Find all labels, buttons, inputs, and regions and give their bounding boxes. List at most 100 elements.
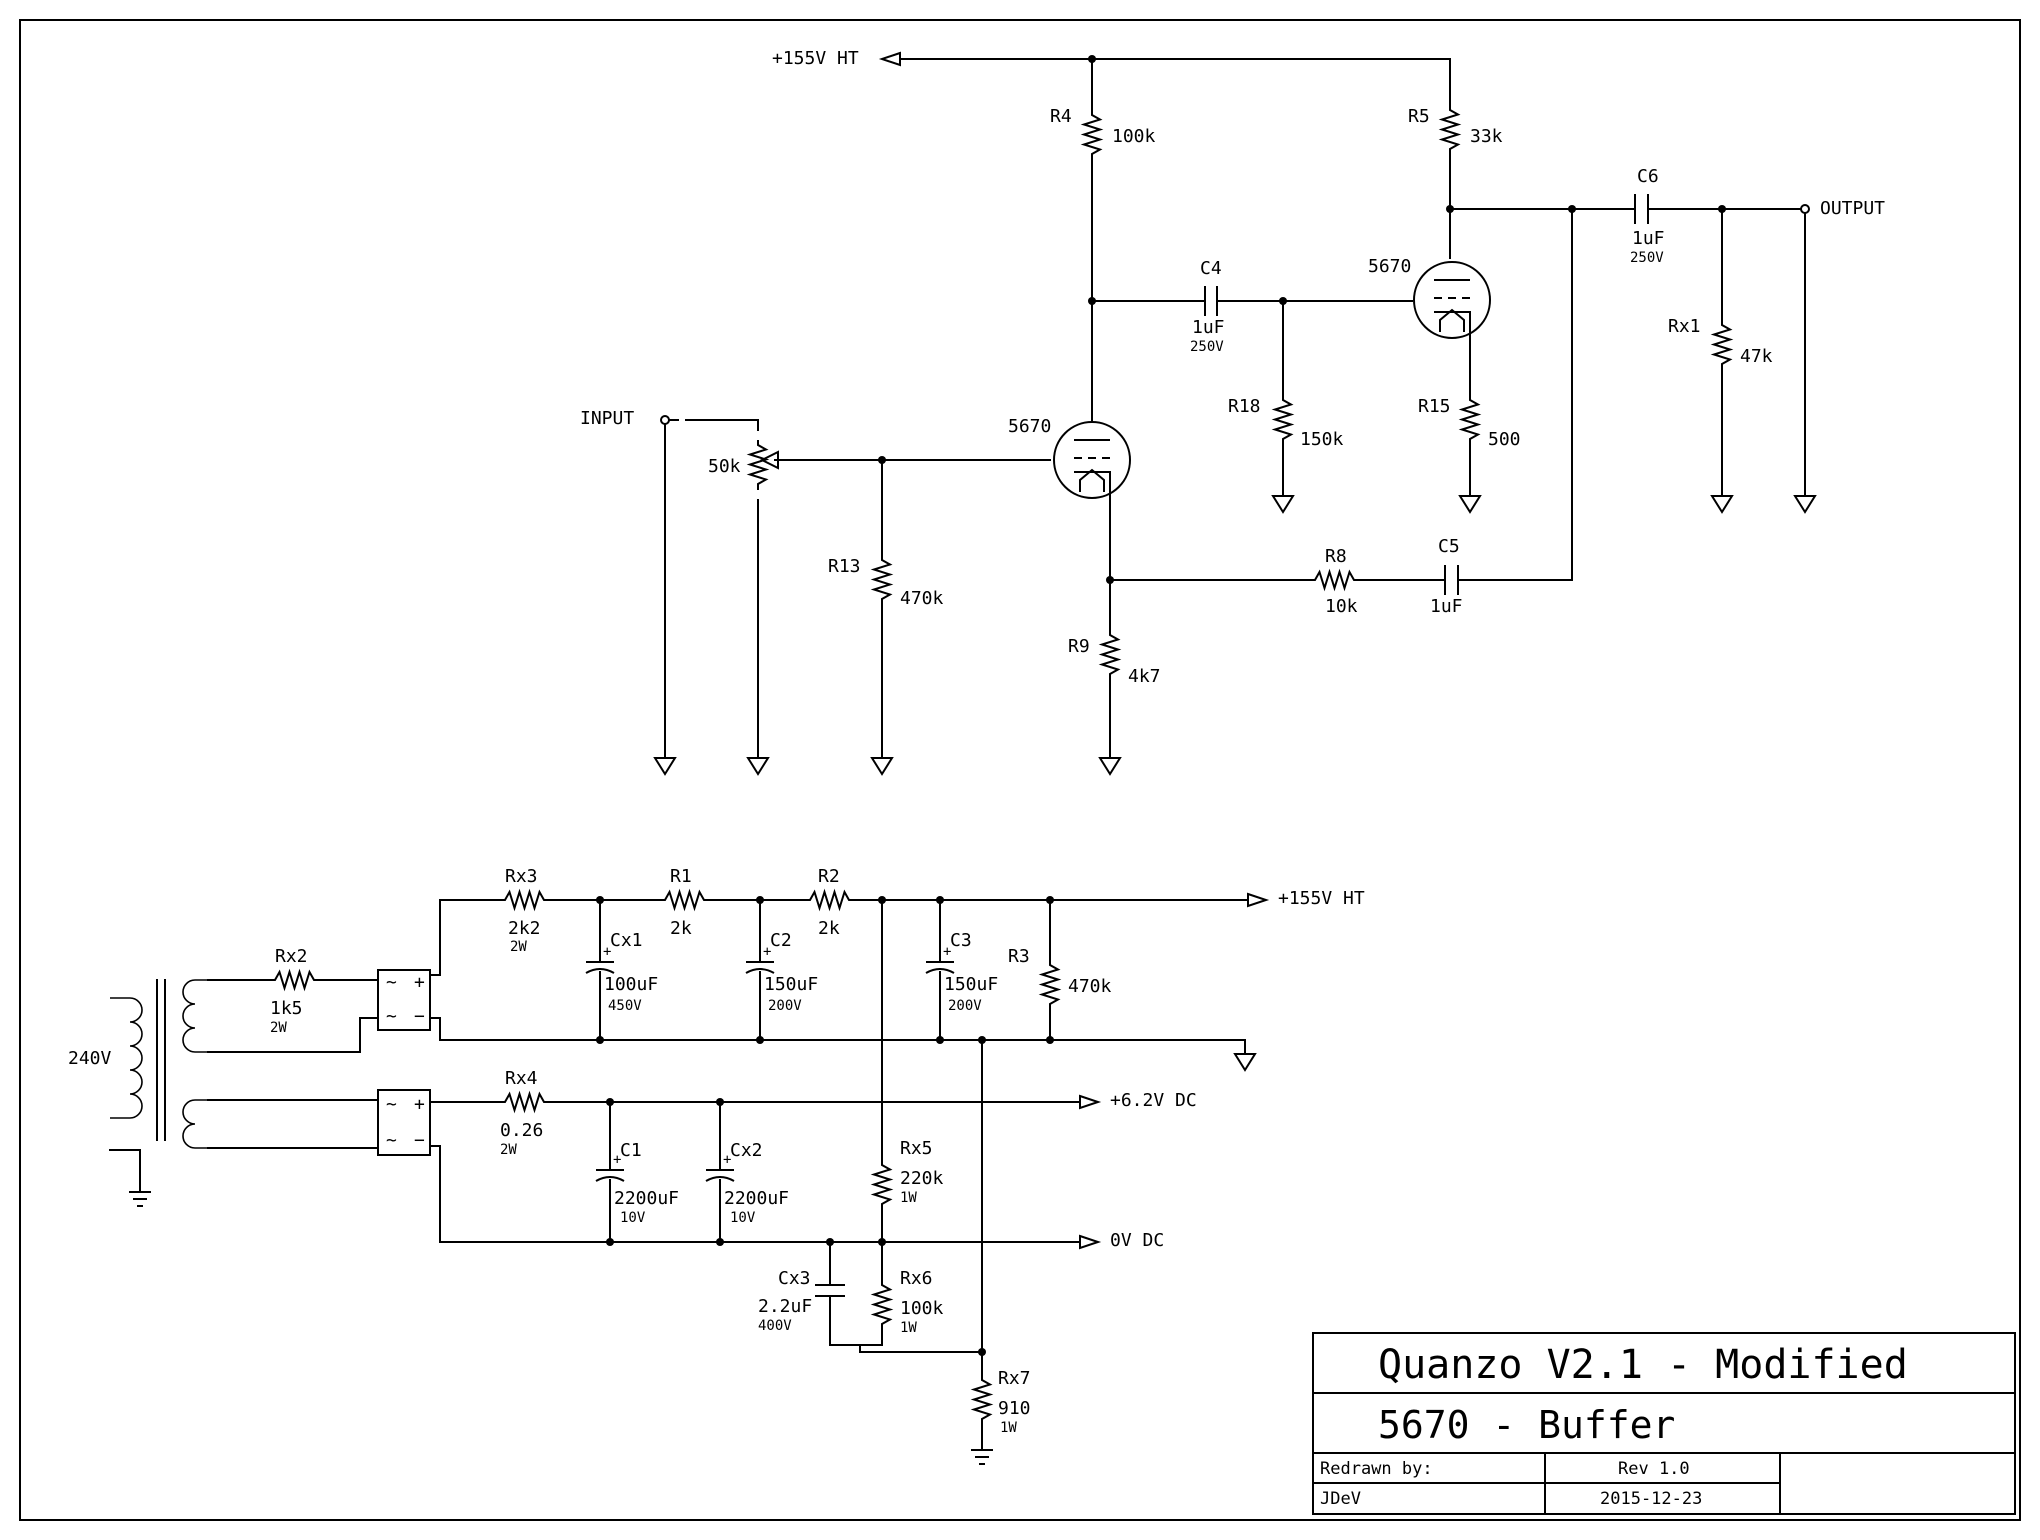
date-text: 2015-12-23 — [1600, 1489, 1702, 1509]
r1-value: 2k — [670, 918, 692, 939]
bridge-rectifier-dc — [377, 1089, 431, 1156]
rx7-ref: Rx7 — [998, 1368, 1031, 1389]
rx6-value: 100k — [900, 1298, 944, 1319]
rx3-value: 2k2 — [508, 918, 541, 939]
rev-text: Rev 1.0 — [1618, 1459, 1690, 1479]
r5-value: 33k — [1470, 126, 1503, 147]
cx3-value: 2.2uF — [758, 1296, 812, 1317]
r15-value: 500 — [1488, 429, 1521, 450]
r3-value: 470k — [1068, 976, 1112, 997]
potentiometer-50k — [748, 438, 768, 492]
ground-icon — [1234, 1053, 1256, 1071]
ground-icon — [1099, 757, 1121, 775]
resistor-r8 — [1309, 571, 1361, 589]
rx7-rating: 1W — [1000, 1420, 1017, 1436]
cx3-rating: 400V — [758, 1318, 792, 1334]
c2-ref: C2 — [770, 930, 792, 951]
resistor-r15 — [1461, 394, 1479, 446]
subtitle-text: 5670 - Buffer — [1378, 1403, 1675, 1447]
resistor-rx5 — [873, 1159, 891, 1211]
ground-icon — [654, 757, 676, 775]
signal-section: +155V HT R4 100k C4 1uF 250V R18 150k R5… — [580, 48, 1885, 775]
cx2-value: 2200uF — [724, 1188, 789, 1209]
rx5-ref: Rx5 — [900, 1138, 933, 1159]
rx4-value: 0.26 — [500, 1120, 543, 1141]
c4-value: 1uF — [1192, 317, 1225, 338]
r8-value: 10k — [1325, 596, 1358, 617]
rx4-ref: Rx4 — [505, 1068, 538, 1089]
resistor-rx1 — [1713, 319, 1731, 371]
svg-text:+: + — [723, 1152, 731, 1168]
svg-text:+: + — [414, 1094, 425, 1115]
earth-icon — [970, 1449, 994, 1465]
resistor-r3 — [1041, 959, 1059, 1011]
c1-value: 2200uF — [614, 1188, 679, 1209]
cx1-rating: 450V — [608, 998, 642, 1014]
resistor-r13 — [873, 554, 891, 606]
cx1-ref: Cx1 — [610, 930, 643, 951]
r18-value: 150k — [1300, 429, 1344, 450]
tube-v2-label: 5670 — [1368, 256, 1411, 277]
r9-value: 4k7 — [1128, 666, 1161, 687]
svg-text:~: ~ — [386, 1130, 397, 1151]
r3-ref: R3 — [1008, 946, 1030, 967]
tube-v1-label: 5670 — [1008, 416, 1051, 437]
c2-value: 150uF — [764, 974, 818, 995]
rx6-ref: Rx6 — [900, 1268, 933, 1289]
rx1-ref: Rx1 — [1668, 316, 1701, 337]
c3-value: 150uF — [944, 974, 998, 995]
resistor-r4 — [1083, 109, 1101, 161]
c6-ref: C6 — [1637, 166, 1659, 187]
r18-ref: R18 — [1228, 396, 1261, 417]
resistor-rx2 — [269, 971, 321, 989]
pot-value: 50k — [708, 456, 741, 477]
redrawn-label: Redrawn by: — [1320, 1459, 1433, 1479]
svg-text:~: ~ — [386, 1006, 397, 1027]
c5-value: 1uF — [1430, 596, 1463, 617]
ground-icon — [1794, 495, 1816, 513]
svg-text:+: + — [414, 972, 425, 993]
svg-text:−: − — [414, 1130, 425, 1151]
rx6-rating: 1W — [900, 1320, 917, 1336]
c3-rating: 200V — [948, 998, 982, 1014]
resistor-r18 — [1274, 394, 1292, 446]
redrawn-by: JDeV — [1320, 1489, 1361, 1509]
rx1-value: 47k — [1740, 346, 1773, 367]
rx7-value: 910 — [998, 1398, 1031, 1419]
resistor-r9 — [1101, 629, 1119, 681]
tube-v1-5670 — [1053, 421, 1131, 499]
svg-text:+: + — [943, 944, 951, 960]
cx1-value: 100uF — [604, 974, 658, 995]
resistor-r5 — [1441, 104, 1459, 156]
resistor-rx4 — [499, 1093, 551, 1111]
c3-ref: C3 — [950, 930, 972, 951]
svg-text:~: ~ — [386, 972, 397, 993]
svg-text:−: − — [414, 1006, 425, 1027]
rx3-ref: Rx3 — [505, 866, 538, 887]
rx5-rating: 1W — [900, 1190, 917, 1206]
r4-ref: R4 — [1050, 106, 1072, 127]
net-ht-ps: +155V HT — [1278, 888, 1365, 909]
net-output: OUTPUT — [1820, 198, 1885, 219]
r15-ref: R15 — [1418, 396, 1451, 417]
r13-value: 470k — [900, 588, 944, 609]
net-dc62: +6.2V DC — [1110, 1090, 1197, 1111]
svg-text:~: ~ — [386, 1094, 397, 1115]
c4-ref: C4 — [1200, 258, 1222, 279]
power-supply-section: +155V HT Rx3 2k2 2W R1 2k R2 2k + Cx1 10… — [68, 866, 1365, 1465]
resistor-r1 — [659, 891, 711, 909]
c6-value: 1uF — [1632, 228, 1665, 249]
rx5-value: 220k — [900, 1168, 944, 1189]
rx2-value: 1k5 — [270, 998, 303, 1019]
resistor-r2 — [804, 891, 856, 909]
resistor-rx6 — [873, 1279, 891, 1331]
c6-rating: 250V — [1630, 250, 1664, 266]
net-mains: 240V — [68, 1048, 112, 1069]
title-block: Quanzo V2.1 - Modified 5670 - Buffer Red… — [1312, 1332, 2016, 1515]
cx3-ref: Cx3 — [778, 1268, 811, 1289]
bridge-rectifier-ht — [377, 969, 431, 1031]
rx4-rating: 2W — [500, 1142, 517, 1158]
rx3-rating: 2W — [510, 939, 527, 955]
cx2-ref: Cx2 — [730, 1140, 763, 1161]
